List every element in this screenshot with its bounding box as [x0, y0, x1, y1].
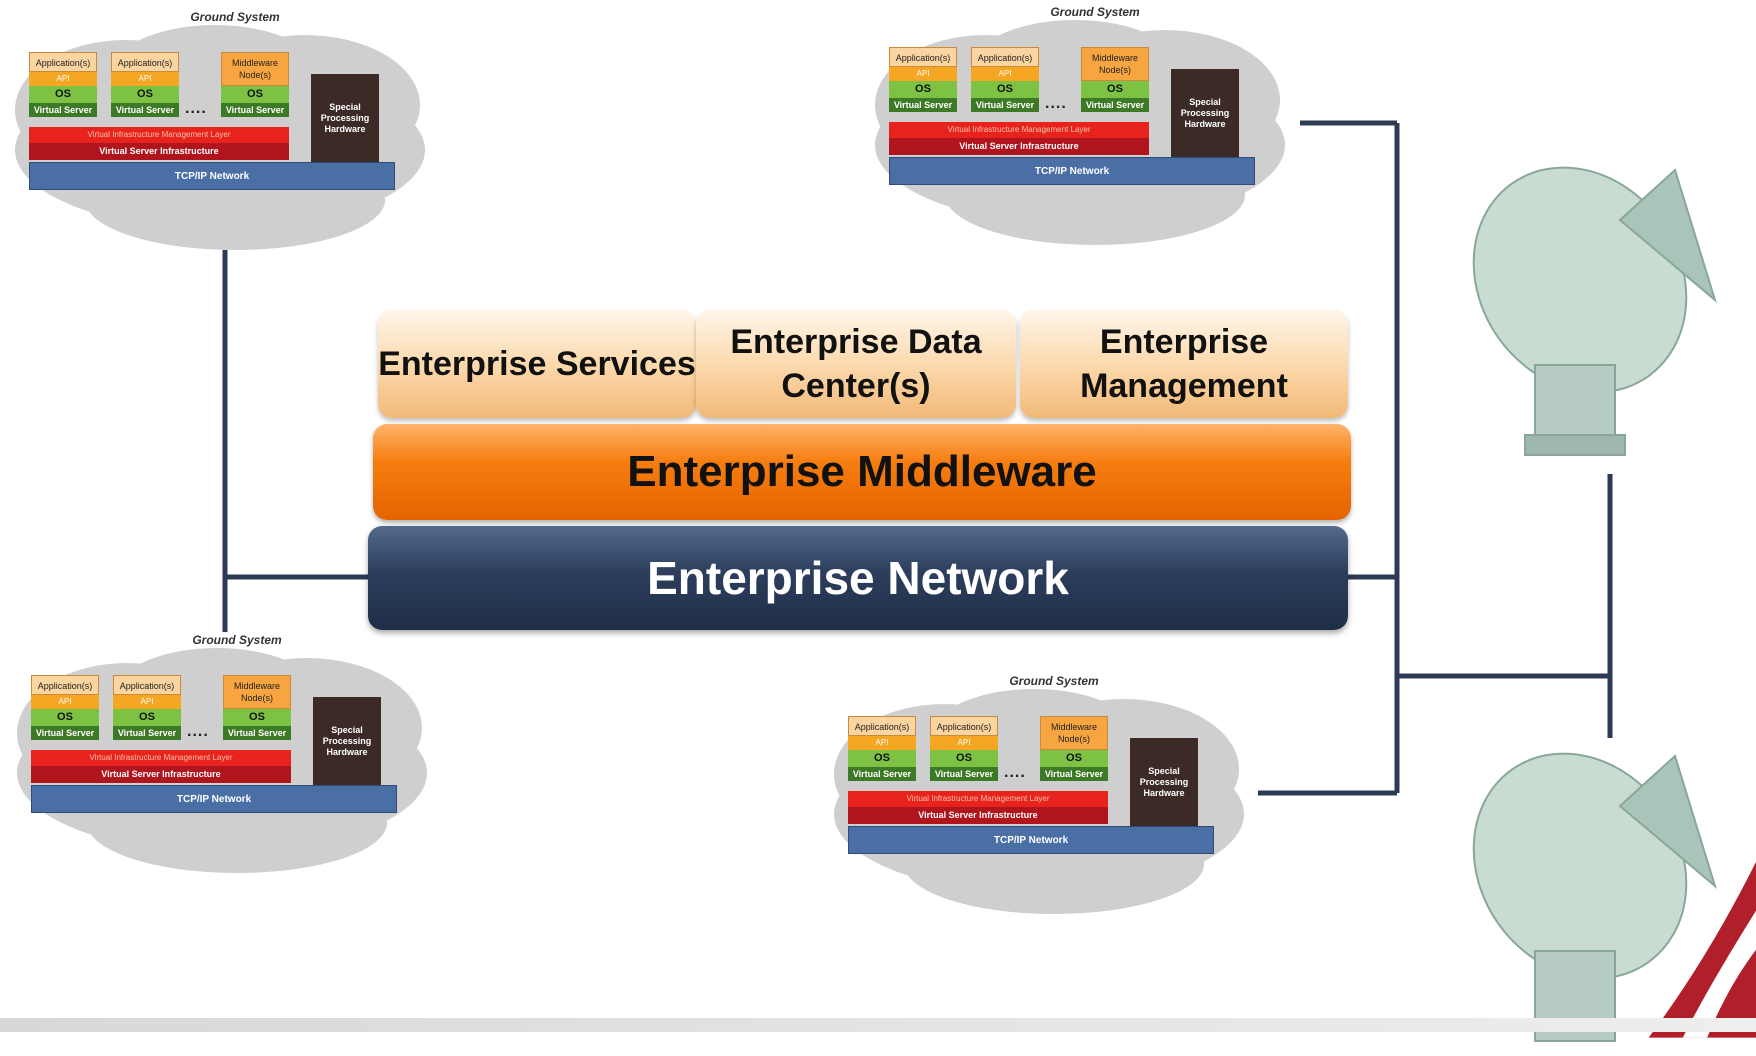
middleware-node-label: Middleware Node(s) — [1040, 716, 1108, 750]
enterprise-network-bar: Enterprise Network — [368, 526, 1348, 630]
app-stack: Application(s) API OS Virtual Server — [111, 52, 179, 117]
ellipsis-dots: .... — [1004, 764, 1026, 781]
enterprise-management-box: Enterprise Management — [1020, 310, 1348, 418]
ground-system-top-left: Ground System Application(s) API OS Virt… — [5, 10, 435, 260]
middleware-stack: Middleware Node(s) OS Virtual Server — [1081, 47, 1149, 112]
vsi-layer: Virtual Server Infrastructure — [848, 807, 1108, 824]
tcp-network: TCP/IP Network — [889, 157, 1255, 185]
vsi-layer: Virtual Server Infrastructure — [31, 766, 291, 783]
app-stack: Application(s) API OS Virtual Server — [29, 52, 97, 117]
ground-system-title: Ground System — [192, 633, 282, 647]
application-label: Application(s) — [848, 716, 916, 736]
vsi-layer: Virtual Server Infrastructure — [889, 138, 1149, 155]
virtual-server-label: Virtual Server — [848, 767, 916, 781]
os-label: OS — [221, 86, 289, 103]
virtual-server-label: Virtual Server — [1040, 767, 1108, 781]
middleware-stack: Middleware Node(s) OS Virtual Server — [223, 675, 291, 740]
enterprise-services-box: Enterprise Services — [378, 310, 696, 418]
vim-layer: Virtual Infrastructure Management Layer — [848, 791, 1108, 807]
app-stack: Application(s) API OS Virtual Server — [930, 716, 998, 781]
ground-system-top-right: Ground System Application(s) API OS Virt… — [865, 5, 1295, 255]
os-label: OS — [1040, 750, 1108, 767]
os-label: OS — [29, 86, 97, 103]
os-label: OS — [111, 86, 179, 103]
api-label: API — [113, 695, 181, 709]
app-stack: Application(s) API OS Virtual Server — [31, 675, 99, 740]
os-label: OS — [930, 750, 998, 767]
os-label: OS — [31, 709, 99, 726]
api-label: API — [31, 695, 99, 709]
virtual-server-label: Virtual Server — [1081, 98, 1149, 112]
api-label: API — [889, 67, 957, 81]
ground-system-bottom-center: Ground System Application(s) API OS Virt… — [824, 674, 1254, 924]
vim-layer: Virtual Infrastructure Management Layer — [29, 127, 289, 143]
vsi-layer: Virtual Server Infrastructure — [29, 143, 289, 160]
ground-system-title: Ground System — [190, 10, 280, 24]
tcp-network: TCP/IP Network — [848, 826, 1214, 854]
vim-layer: Virtual Infrastructure Management Layer — [31, 750, 291, 766]
app-stack: Application(s) API OS Virtual Server — [971, 47, 1039, 112]
api-label: API — [29, 72, 97, 86]
virtual-server-label: Virtual Server — [221, 103, 289, 117]
ellipsis-dots: .... — [185, 100, 207, 117]
middleware-node-label: Middleware Node(s) — [221, 52, 289, 86]
application-label: Application(s) — [111, 52, 179, 72]
satellite-dish-icon — [1472, 752, 1717, 1042]
os-label: OS — [223, 709, 291, 726]
middleware-node-label: Middleware Node(s) — [1081, 47, 1149, 81]
virtual-server-label: Virtual Server — [223, 726, 291, 740]
ground-system-bottom-left: Ground System Application(s) API OS Virt… — [7, 633, 437, 883]
api-label: API — [971, 67, 1039, 81]
virtual-server-label: Virtual Server — [889, 98, 957, 112]
virtual-server-label: Virtual Server — [111, 103, 179, 117]
enterprise-middleware-bar: Enterprise Middleware — [373, 424, 1351, 520]
application-label: Application(s) — [31, 675, 99, 695]
special-hardware: Special Processing Hardware — [1171, 69, 1239, 157]
virtual-server-label: Virtual Server — [971, 98, 1039, 112]
virtual-server-label: Virtual Server — [29, 103, 97, 117]
virtual-server-label: Virtual Server — [930, 767, 998, 781]
special-hardware: Special Processing Hardware — [313, 697, 381, 785]
api-label: API — [848, 736, 916, 750]
os-label: OS — [971, 81, 1039, 98]
app-stack: Application(s) API OS Virtual Server — [113, 675, 181, 740]
application-label: Application(s) — [971, 47, 1039, 67]
tcp-network: TCP/IP Network — [29, 162, 395, 190]
special-hardware: Special Processing Hardware — [1130, 738, 1198, 826]
application-label: Application(s) — [889, 47, 957, 67]
ellipsis-dots: .... — [1045, 95, 1067, 112]
satellite-dish-icon — [1472, 166, 1717, 456]
special-hardware: Special Processing Hardware — [311, 74, 379, 162]
os-label: OS — [848, 750, 916, 767]
api-label: API — [111, 72, 179, 86]
middleware-stack: Middleware Node(s) OS Virtual Server — [1040, 716, 1108, 781]
application-label: Application(s) — [113, 675, 181, 695]
ground-system-title: Ground System — [1050, 5, 1140, 19]
swoosh-logo — [1648, 861, 1756, 1038]
virtual-server-label: Virtual Server — [31, 726, 99, 740]
api-label: API — [930, 736, 998, 750]
application-label: Application(s) — [29, 52, 97, 72]
middleware-stack: Middleware Node(s) OS Virtual Server — [221, 52, 289, 117]
virtual-server-label: Virtual Server — [113, 726, 181, 740]
app-stack: Application(s) API OS Virtual Server — [848, 716, 916, 781]
footer-bar — [0, 1018, 1756, 1032]
tcp-network: TCP/IP Network — [31, 785, 397, 813]
ellipsis-dots: .... — [187, 723, 209, 740]
vim-layer: Virtual Infrastructure Management Layer — [889, 122, 1149, 138]
app-stack: Application(s) API OS Virtual Server — [889, 47, 957, 112]
application-label: Application(s) — [930, 716, 998, 736]
os-label: OS — [1081, 81, 1149, 98]
os-label: OS — [889, 81, 957, 98]
enterprise-data-centers-box: Enterprise Data Center(s) — [696, 310, 1016, 418]
ground-system-title: Ground System — [1009, 674, 1099, 688]
os-label: OS — [113, 709, 181, 726]
middleware-node-label: Middleware Node(s) — [223, 675, 291, 709]
